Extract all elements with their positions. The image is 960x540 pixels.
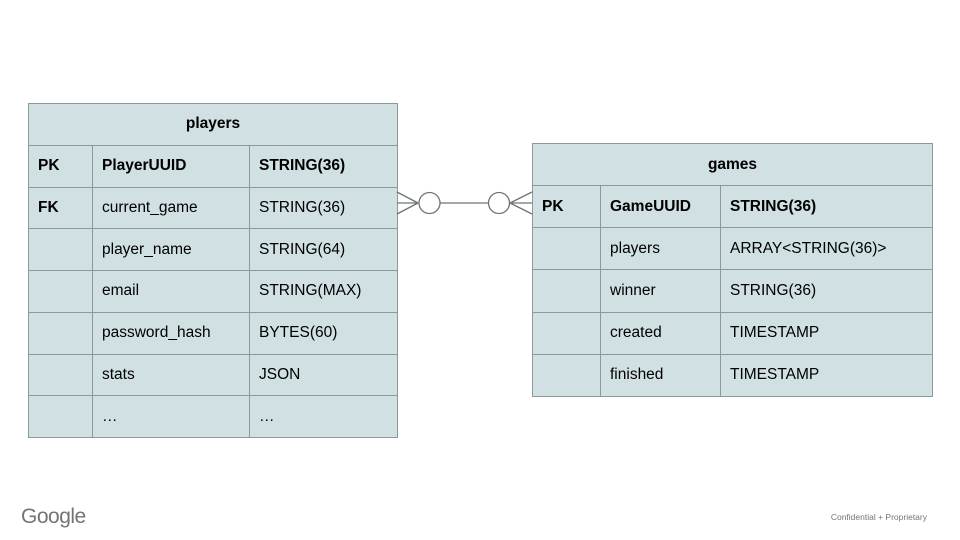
column-name-cell: email bbox=[92, 270, 250, 313]
column-type-cell: … bbox=[248, 395, 399, 438]
column-type-cell: STRING(MAX) bbox=[248, 270, 399, 313]
table-row: PK PlayerUUID STRING(36) bbox=[28, 144, 399, 188]
key-cell: FK bbox=[28, 186, 93, 230]
zero-circle-right-icon bbox=[487, 191, 511, 215]
column-name-cell: winner bbox=[600, 269, 721, 313]
column-name-cell: PlayerUUID bbox=[92, 144, 250, 188]
key-cell bbox=[532, 353, 601, 397]
key-cell bbox=[28, 311, 93, 355]
players-table: players PK PlayerUUID STRING(36) FK curr… bbox=[27, 103, 399, 438]
column-type-cell: STRING(36) bbox=[719, 269, 934, 313]
table-row: players ARRAY<STRING(36)> bbox=[532, 227, 934, 271]
column-name-cell: password_hash bbox=[92, 311, 250, 355]
key-cell: PK bbox=[28, 144, 93, 188]
column-name-cell: player_name bbox=[92, 228, 250, 271]
column-type-cell: TIMESTAMP bbox=[719, 353, 934, 397]
column-type-cell: JSON bbox=[248, 353, 399, 397]
column-name-cell: finished bbox=[600, 353, 721, 397]
table-row: stats JSON bbox=[28, 353, 399, 397]
confidential-label: Confidential + Proprietary bbox=[830, 512, 927, 522]
column-name-cell: current_game bbox=[92, 186, 250, 230]
table-row: winner STRING(36) bbox=[532, 269, 934, 313]
table-header-row: players bbox=[27, 103, 399, 146]
column-type-cell: STRING(36) bbox=[248, 186, 399, 230]
table-row: FK current_game STRING(36) bbox=[28, 186, 399, 230]
table-row: … … bbox=[28, 395, 399, 438]
google-logo: Google bbox=[21, 505, 86, 528]
zero-circle-left-icon bbox=[418, 191, 441, 215]
crow-foot-right-icon bbox=[509, 191, 533, 215]
key-cell bbox=[28, 228, 93, 271]
key-cell bbox=[532, 227, 601, 271]
table-header-row: games bbox=[531, 142, 934, 187]
column-name-cell: GameUUID bbox=[600, 185, 721, 229]
column-name-cell: players bbox=[600, 227, 721, 271]
column-name-cell: created bbox=[600, 311, 721, 355]
column-type-cell: BYTES(60) bbox=[248, 311, 399, 355]
column-name-cell: … bbox=[92, 395, 250, 438]
key-cell bbox=[28, 395, 93, 438]
column-type-cell: STRING(64) bbox=[248, 228, 399, 271]
table-row: PK GameUUID STRING(36) bbox=[532, 185, 934, 229]
column-type-cell: STRING(36) bbox=[248, 144, 399, 188]
crow-foot-left-icon bbox=[396, 191, 419, 215]
key-cell bbox=[532, 311, 601, 355]
column-type-cell: STRING(36) bbox=[719, 185, 934, 229]
key-cell bbox=[532, 269, 601, 313]
key-cell bbox=[28, 270, 93, 313]
column-type-cell: TIMESTAMP bbox=[719, 311, 934, 355]
table-row: created TIMESTAMP bbox=[532, 311, 934, 355]
relationship-connector bbox=[396, 191, 533, 215]
games-table: games PK GameUUID STRING(36) players ARR… bbox=[531, 142, 934, 397]
key-cell bbox=[28, 353, 93, 397]
key-cell: PK bbox=[532, 185, 601, 229]
table-row: email STRING(MAX) bbox=[28, 270, 399, 313]
players-table-title: players bbox=[27, 103, 399, 146]
table-row: finished TIMESTAMP bbox=[532, 353, 934, 397]
games-table-title: games bbox=[531, 142, 934, 187]
column-name-cell: stats bbox=[92, 353, 250, 397]
column-type-cell: ARRAY<STRING(36)> bbox=[719, 227, 934, 271]
table-row: player_name STRING(64) bbox=[28, 228, 399, 271]
table-row: password_hash BYTES(60) bbox=[28, 311, 399, 355]
